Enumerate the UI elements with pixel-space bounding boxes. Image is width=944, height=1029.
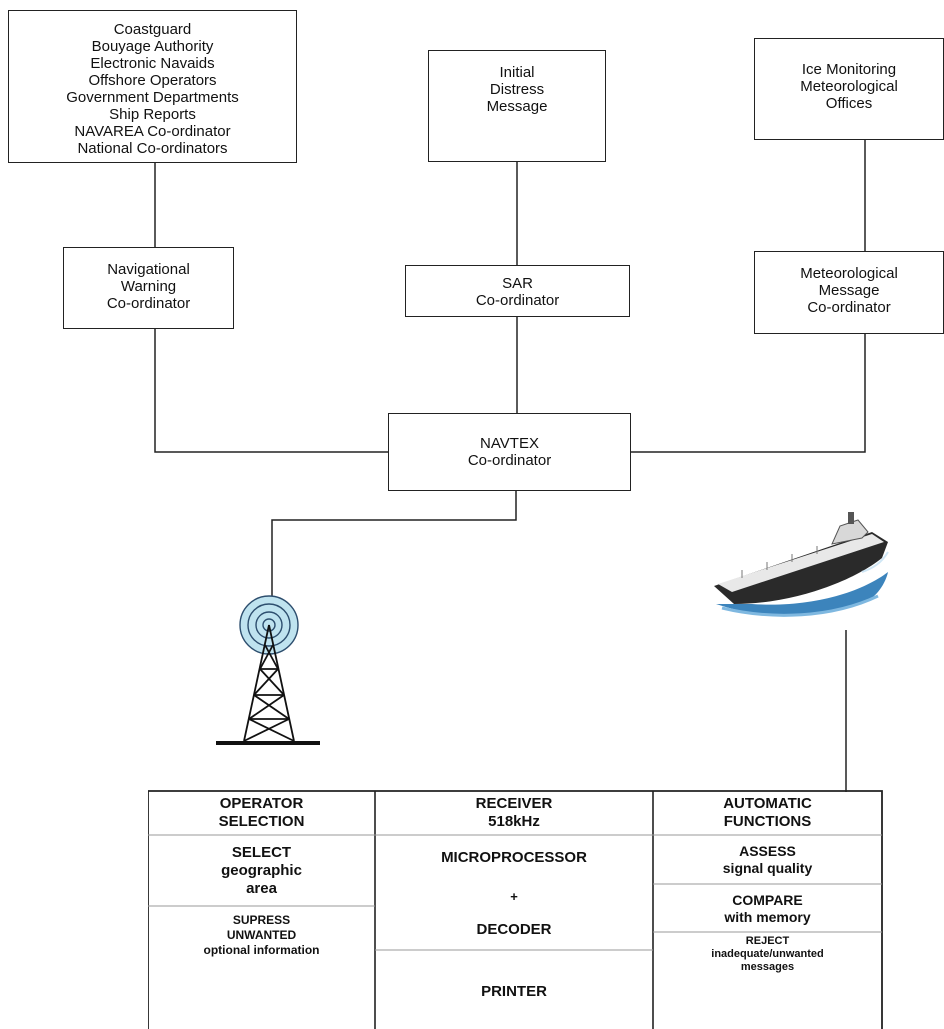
plus-sign: + [375, 886, 653, 906]
operator-selection-header: OPERATOR SELECTION [148, 791, 375, 835]
met-line: Co-ordinator [807, 299, 891, 316]
operator-header-line: OPERATOR [219, 795, 304, 812]
suppress-unwanted: SUPRESS UNWANTED optional information [148, 908, 375, 962]
select-area-line: area [246, 880, 277, 897]
compare-with-memory: COMPARE with memory [653, 885, 882, 932]
suppress-line: optional information [203, 942, 320, 957]
reject-line: inadequate/unwanted [711, 947, 824, 960]
receiver-header: RECEIVER 518kHz [375, 791, 653, 835]
ice-line: Ice Monitoring [801, 61, 897, 78]
decoder-label: DECODER [375, 918, 653, 940]
distress-line: Distress [489, 81, 545, 98]
automatic-header-line: AUTOMATIC [723, 795, 812, 812]
ice-line: Offices [825, 95, 873, 112]
source-line: Electronic Navaids [90, 55, 215, 72]
nav-line: Warning [120, 278, 177, 295]
met-line: Message [818, 282, 880, 299]
sar-coordinator-box: SAR Co-ordinator [405, 265, 630, 317]
navtex-line: NAVTEX [480, 435, 539, 452]
ship-icon [714, 512, 889, 617]
compare-line: COMPARE [732, 891, 803, 908]
source-line: Ship Reports [109, 106, 196, 123]
reject-line: REJECT [745, 934, 790, 947]
select-area-line: SELECT [231, 844, 292, 861]
assess-signal-quality: ASSESS signal quality [653, 836, 882, 884]
met-line: Meteorological [800, 265, 898, 282]
receiver-panel-frame [148, 790, 883, 1029]
source-line: Government Departments [66, 89, 239, 106]
select-area-line: geographic [221, 862, 302, 879]
source-line: NAVAREA Co-ordinator [74, 123, 231, 140]
source-line: National Co-ordinators [77, 140, 228, 157]
nav-line: Navigational [107, 261, 190, 278]
microprocessor-text: MICROPROCESSOR [441, 848, 587, 866]
printer-label: PRINTER [375, 980, 653, 1002]
assess-line: ASSESS [739, 843, 796, 859]
navtex-coordinator-box: NAVTEX Co-ordinator [388, 413, 631, 491]
receiver-header-line: 518kHz [488, 813, 540, 830]
reject-messages: REJECT inadequate/unwanted messages [653, 933, 882, 975]
radio-tower-icon [216, 595, 320, 745]
ice-line: Meteorological [800, 78, 898, 95]
receiver-header-line: RECEIVER [475, 795, 553, 812]
navtex-line: Co-ordinator [467, 452, 552, 469]
nav-line: Co-ordinator [106, 295, 191, 312]
source-line: Coastguard [113, 21, 192, 38]
compare-line: with memory [724, 908, 811, 925]
distress-line: Message [486, 98, 548, 115]
assess-line: signal quality [722, 860, 813, 876]
suppress-line: UNWANTED [226, 927, 297, 942]
microprocessor-label: MICROPROCESSOR [375, 846, 653, 868]
source-line: Bouyage Authority [91, 38, 214, 55]
source-line: Offshore Operators [88, 72, 217, 89]
automatic-functions-header: AUTOMATIC FUNCTIONS [653, 791, 882, 835]
sar-line: Co-ordinator [475, 292, 560, 309]
printer-text: PRINTER [481, 982, 547, 1000]
reject-line: messages [740, 960, 795, 973]
select-geographic-area: SELECT geographic area [148, 838, 375, 904]
ice-meteorological-offices-box: Ice Monitoring Meteorological Offices [754, 38, 944, 140]
initial-distress-message-box: Initial Distress Message [428, 50, 606, 162]
operator-header-line: SELECTION [218, 813, 305, 830]
decoder-text: DECODER [476, 920, 552, 938]
navigational-warning-coordinator-box: Navigational Warning Co-ordinator [63, 247, 234, 329]
meteorological-message-coordinator-box: Meteorological Message Co-ordinator [754, 251, 944, 334]
navtex-receiver-panel: OPERATOR SELECTION SELECT geographic are… [148, 790, 883, 1029]
distress-line: Initial [499, 64, 535, 81]
information-sources-box: Coastguard Bouyage Authority Electronic … [8, 10, 297, 163]
automatic-header-line: FUNCTIONS [723, 813, 812, 830]
plus-text: + [510, 888, 518, 904]
suppress-line: SUPRESS [232, 912, 291, 927]
sar-line: SAR [502, 275, 533, 292]
